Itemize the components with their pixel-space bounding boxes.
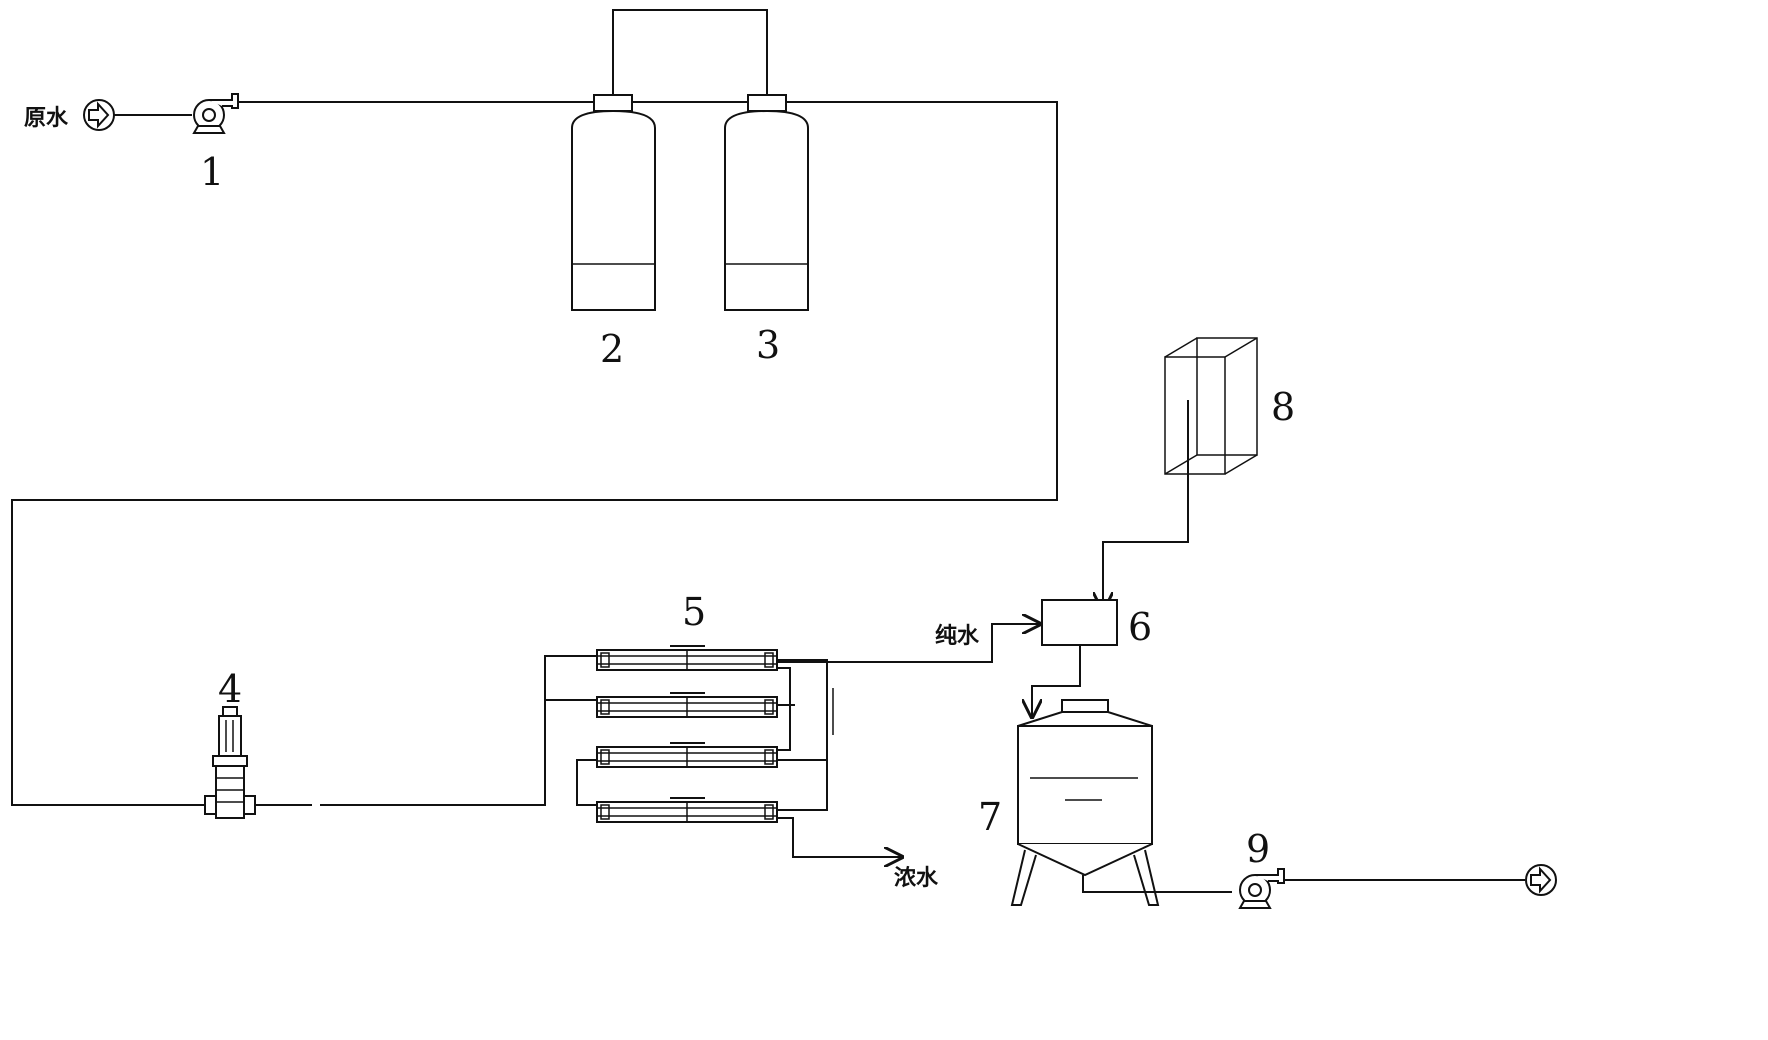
storage-tank-7 [1010,699,1160,906]
label-2: 2 [600,327,624,371]
ro-membrane-3 [596,742,778,768]
pipe-tank-7-to-pump-9 [1082,875,1232,893]
ro-membrane-1 [596,645,778,671]
raw-water-label: 原水 [24,106,69,131]
inlet-arrow-icon [83,99,115,131]
label-6: 6 [1128,605,1152,649]
label-3: 3 [756,323,780,367]
label-8: 8 [1271,385,1295,429]
label-7: 7 [978,795,1002,839]
filter-tank-2 [571,94,656,311]
outlet-arrow-icon [1525,864,1557,896]
ro-membrane-2 [596,692,778,718]
label-4: 4 [218,667,242,711]
pipe-concentrate-out [777,817,902,857]
filter-tank-3 [724,94,809,311]
tank-connector-pipe [612,9,768,95]
dosing-box-8 [1164,337,1258,475]
label-1: 1 [200,150,224,194]
pipe-pump4-to-ro [320,655,597,806]
pipe-ro-series-a [777,667,791,751]
label-9: 9 [1246,827,1270,871]
ro-membrane-4 [596,797,778,823]
pipe-dosing-to-6 [1103,400,1189,610]
pump-9-icon [1238,868,1285,909]
pipe-6-to-tank-7 [1032,645,1081,717]
pump-1-icon [192,93,239,134]
pipe-ro-permeate-collector [777,659,828,811]
label-5: 5 [682,590,706,634]
main-pipe-loop [11,101,1058,806]
mixer-6 [1041,599,1118,646]
concentrate-water-label: 浓水 [894,866,939,891]
pipe-ro-series-b [576,759,597,806]
pure-water-label: 纯水 [935,623,980,649]
process-flow-diagram: 原水 1 2 3 4 [11,9,1557,909]
pipe-pure-water-to-6 [777,624,1040,663]
high-pressure-pump-4 [204,706,256,819]
